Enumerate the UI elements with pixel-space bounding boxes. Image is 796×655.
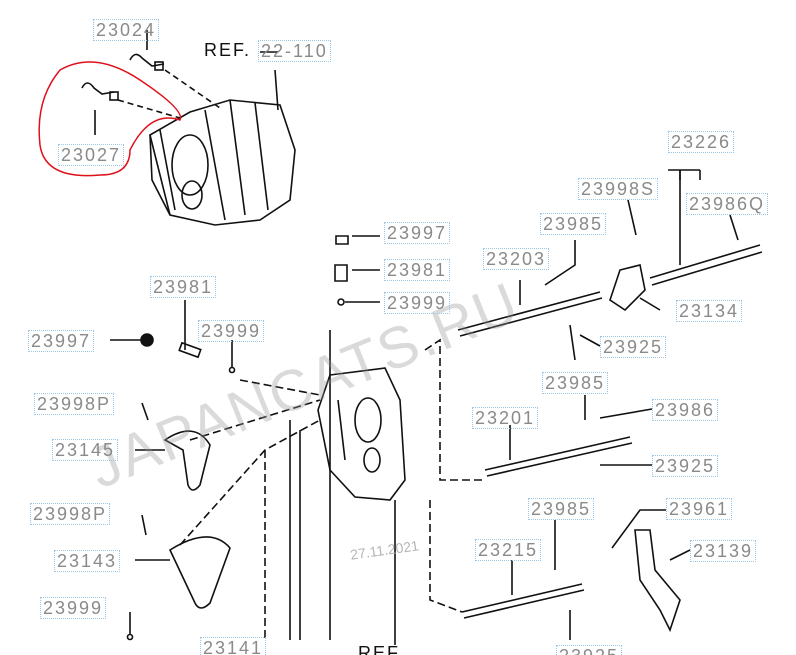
part-label[interactable]: 23997: [384, 222, 451, 244]
part-label[interactable]: 23981: [384, 259, 451, 281]
shaft-23203: [457, 291, 603, 337]
part-label[interactable]: 23999: [384, 292, 451, 314]
shaft-23215: [461, 583, 585, 619]
part-label[interactable]: 23203: [483, 248, 550, 270]
part-label[interactable]: 23201: [472, 407, 539, 429]
fork-23143: [168, 536, 231, 609]
part-label[interactable]: 23985: [542, 372, 609, 394]
part-label[interactable]: 23145: [52, 439, 119, 461]
part-label[interactable]: 23134: [676, 300, 743, 322]
ref-link-22-110[interactable]: 22-110: [258, 40, 331, 62]
sensor-23024: [129, 53, 165, 67]
part-label[interactable]: 23981: [150, 276, 217, 298]
part-label[interactable]: 23925: [652, 455, 719, 477]
part-label[interactable]: 23998S: [578, 178, 659, 200]
part-label[interactable]: 23027: [58, 144, 125, 166]
part-label[interactable]: 23998P: [30, 503, 111, 525]
part-label[interactable]: 23139: [690, 540, 757, 562]
fork-23139: [634, 529, 681, 633]
part-label[interactable]: 23925: [556, 645, 623, 655]
ref-bottom: REF: [358, 643, 400, 655]
part-label[interactable]: 23998P: [34, 393, 115, 415]
adapter-plate: [317, 367, 406, 501]
transmission-case: [149, 69, 296, 226]
part-label[interactable]: 23925: [600, 336, 667, 358]
part-label[interactable]: 23986Q: [686, 193, 769, 215]
part-label[interactable]: 23985: [528, 498, 595, 520]
part-label[interactable]: 23226: [668, 131, 735, 153]
part-label[interactable]: 23143: [54, 550, 121, 572]
block-23134: [609, 264, 646, 312]
sensor-23027: [81, 82, 115, 95]
shaft-23226: [649, 244, 763, 286]
fork-23145: [163, 430, 211, 491]
part-label[interactable]: 23961: [666, 498, 733, 520]
part-label[interactable]: 23985: [540, 213, 607, 235]
ref-prefix: REF.: [204, 40, 252, 60]
part-label[interactable]: 23997: [28, 330, 95, 352]
part-label[interactable]: 23024: [93, 19, 160, 41]
highlight-circle: [38, 61, 182, 177]
part-label[interactable]: 23999: [198, 320, 265, 342]
part-label[interactable]: 23999: [40, 597, 107, 619]
part-label[interactable]: 23986: [652, 399, 719, 421]
part-label[interactable]: 23215: [475, 539, 542, 561]
shaft-23201: [484, 436, 633, 477]
part-label[interactable]: 23141: [200, 637, 267, 655]
